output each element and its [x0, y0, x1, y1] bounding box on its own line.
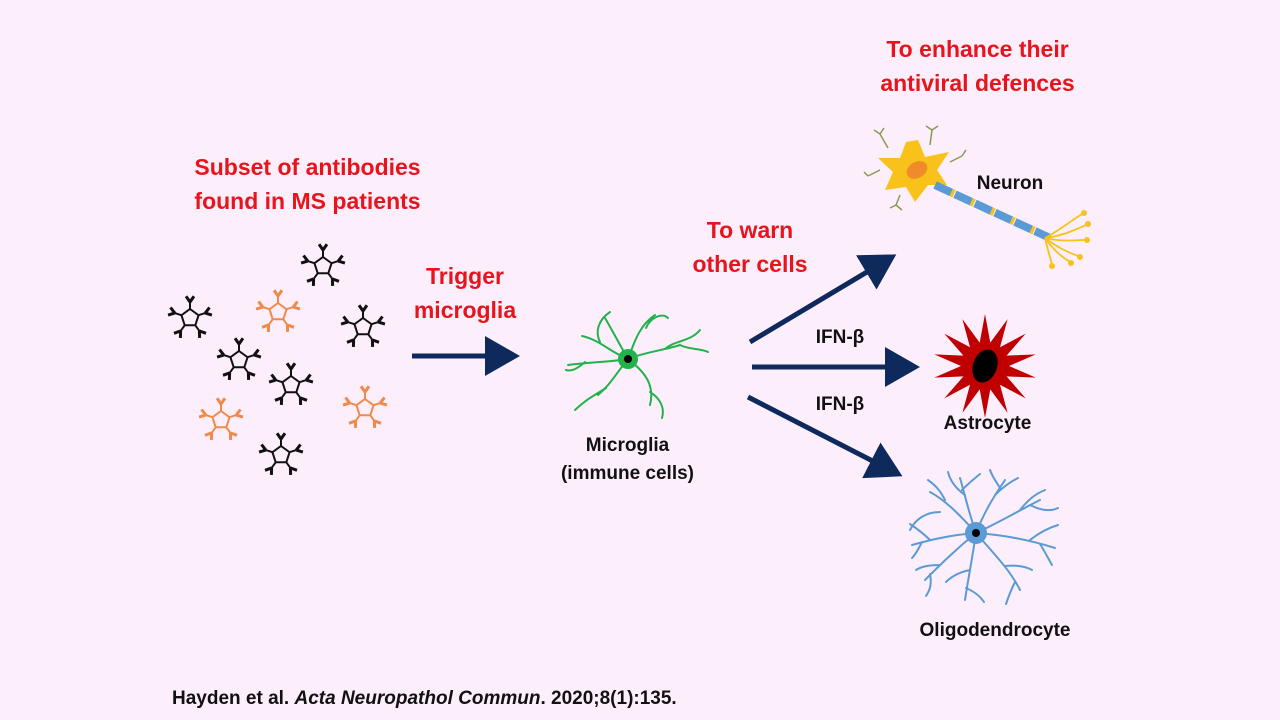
antibody-pentamer-icon — [343, 386, 387, 428]
microglia-label-line1: Microglia — [540, 432, 715, 460]
trigger-heading: Trigger microglia — [395, 259, 535, 327]
antibodies-heading-line1: Subset of antibodies — [160, 150, 455, 184]
microglia-label: Microglia (immune cells) — [540, 432, 715, 488]
citation-journal: Acta Neuropathol Commun — [295, 688, 541, 709]
antibody-pentamer-icon — [217, 338, 261, 380]
citation-authors: Hayden et al. — [172, 688, 289, 709]
warn-heading-line1: To warn — [670, 213, 830, 247]
enhance-heading-line2: antiviral defences — [855, 66, 1100, 100]
antibody-pentamer-icon — [199, 398, 243, 440]
oligodendrocyte-cell-icon — [910, 470, 1058, 604]
citation: Hayden et al. Acta Neuropathol Commun. 2… — [172, 688, 677, 710]
ifn-beta-label-2: IFN-β — [795, 391, 885, 419]
warn-heading: To warn other cells — [670, 213, 830, 281]
antibody-cluster — [168, 244, 387, 475]
antibody-pentamer-icon — [341, 305, 385, 347]
antibody-pentamer-icon — [259, 433, 303, 475]
trigger-heading-line2: microglia — [395, 293, 535, 327]
antibodies-heading: Subset of antibodies found in MS patient… — [160, 150, 455, 218]
enhance-heading-line1: To enhance their — [855, 32, 1100, 66]
astrocyte-cell-icon — [934, 314, 1035, 418]
antibody-pentamer-icon — [301, 244, 345, 286]
enhance-heading: To enhance their antiviral defences — [855, 32, 1100, 100]
oligodendrocyte-label: Oligodendrocyte — [895, 617, 1095, 645]
citation-details: . 2020;8(1):135. — [540, 688, 676, 709]
warn-heading-line2: other cells — [670, 247, 830, 281]
microglia-label-line2: (immune cells) — [540, 460, 715, 488]
antibody-pentamer-icon — [269, 363, 313, 405]
trigger-heading-line1: Trigger — [395, 259, 535, 293]
antibody-pentamer-icon — [168, 296, 212, 338]
neuron-label: Neuron — [955, 170, 1065, 198]
ifn-beta-label-1: IFN-β — [795, 324, 885, 352]
antibodies-heading-line2: found in MS patients — [160, 184, 455, 218]
antibody-pentamer-icon — [256, 290, 300, 332]
microglia-cell-icon — [566, 312, 708, 418]
astrocyte-label: Astrocyte — [920, 410, 1055, 438]
